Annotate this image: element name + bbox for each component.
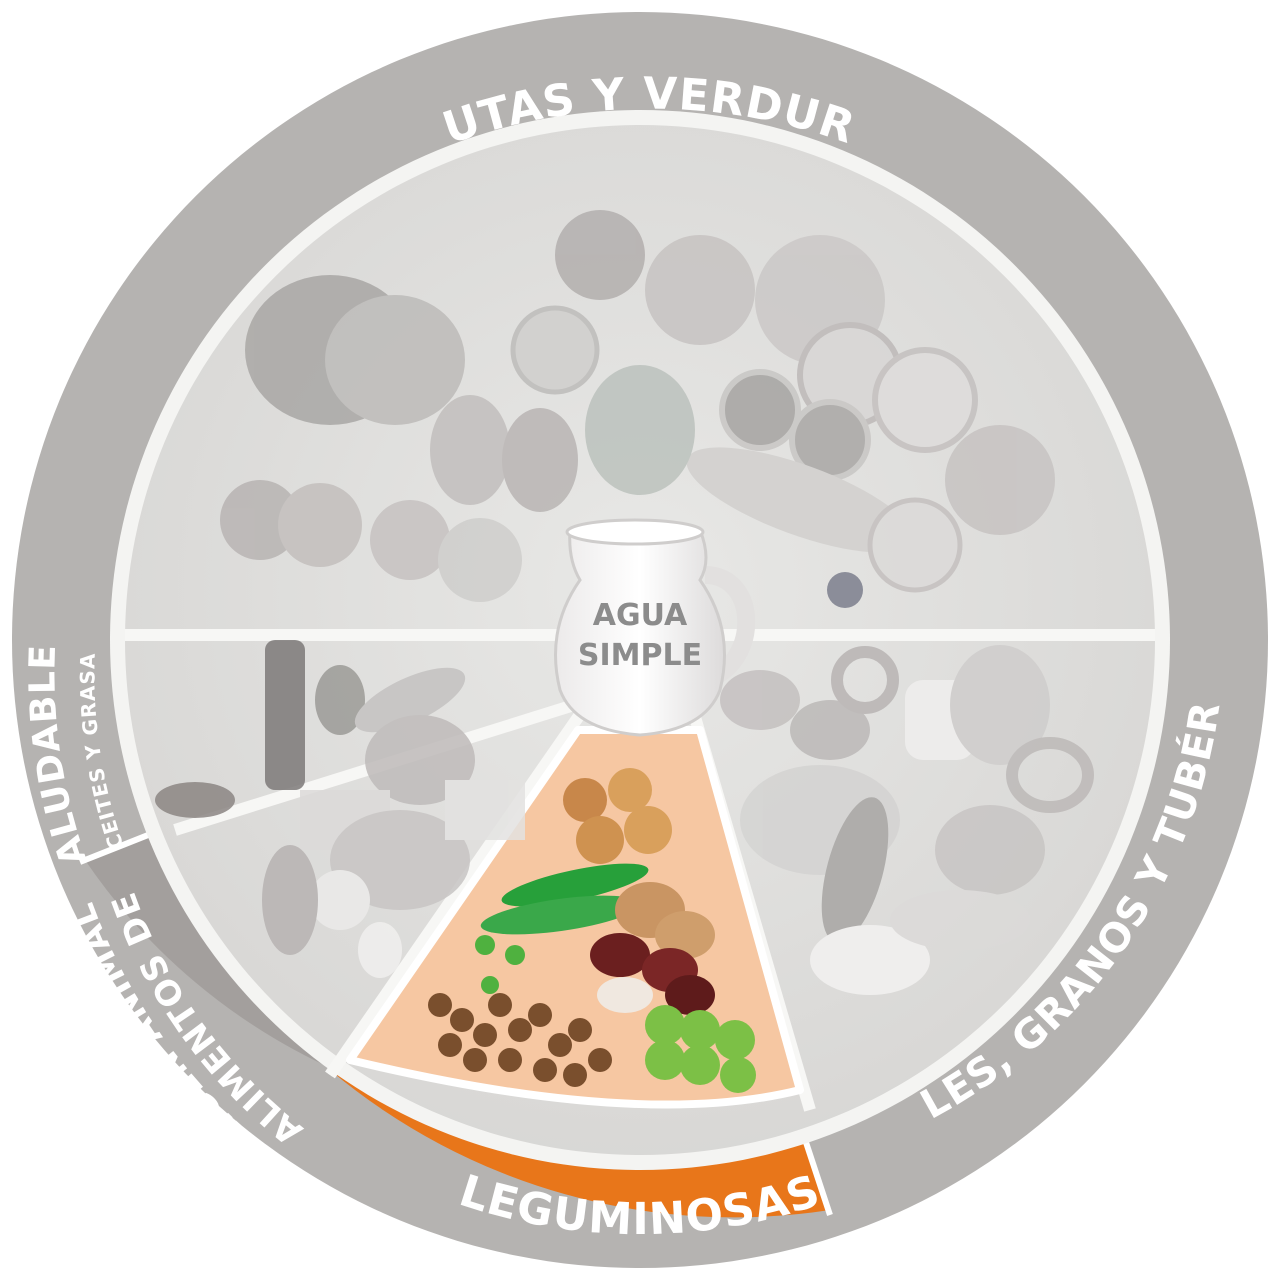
fruits-vegetables-illustration [220,210,1055,608]
cereals-illustration [720,645,1094,995]
water-jug: AGUA SIMPLE [554,518,756,737]
water-label-line2: SIMPLE [578,638,702,673]
plate-divider [325,696,595,1079]
animal-oils-illustration [155,640,525,978]
water-label-line1: AGUA [593,598,688,633]
legumes-illustration [428,768,756,1093]
